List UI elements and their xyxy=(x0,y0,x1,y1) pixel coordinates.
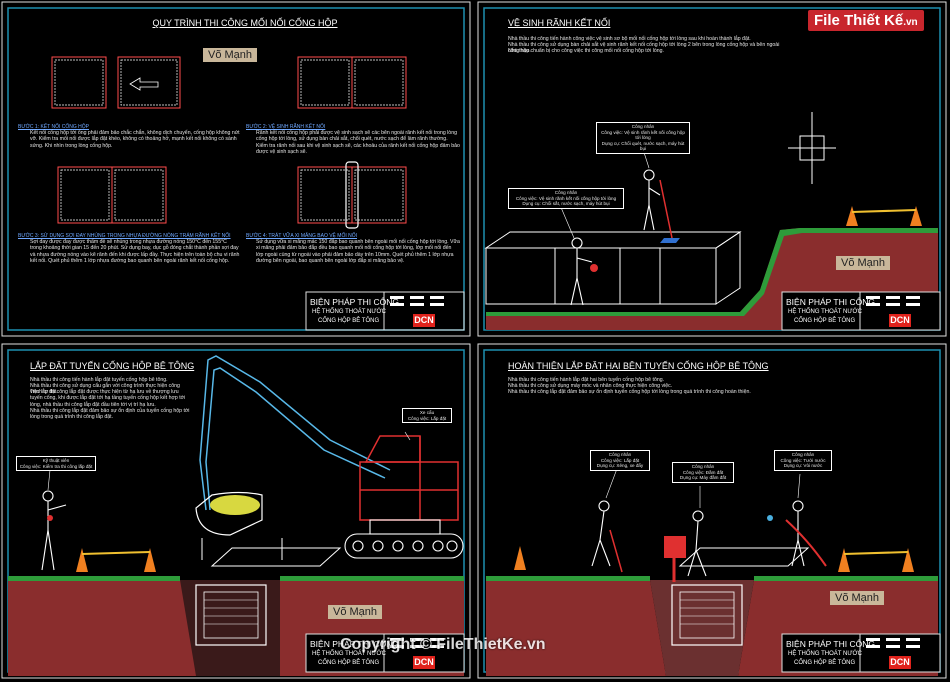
panel4-note-2: Nhà thầu thi công sử dụng máy móc và nhâ… xyxy=(508,383,673,389)
author-label-1: Võ Mạnh xyxy=(203,48,258,62)
panel1-title-block-frame xyxy=(305,291,465,331)
panel3-note-1: Nhà thầu thi công tiến hành lắp đặt tuyế… xyxy=(30,377,168,383)
panel4-note-3: Nhà thầu thi công lắp đặt đảm bảo sự ổn … xyxy=(508,389,751,395)
panel1-dcn-logo: DCN xyxy=(413,314,435,327)
panel3-scene xyxy=(8,355,464,676)
panel1-step1-body: Kết nối cống hộp tới ống phải đảm bảo ch… xyxy=(30,130,240,149)
brand-name: File Thiết Kế xyxy=(814,12,904,29)
panel2-callout-1: Công nhân Công việc: Vệ sinh rãnh kết nố… xyxy=(596,122,690,154)
author-label-2: Võ Mạnh xyxy=(836,256,891,270)
panel1-step3-body: Sợi đay được đay được thấm đề sẽ nhúng t… xyxy=(30,239,240,265)
panel3-note-4: Nhà thầu thi công lắp đặt đảm bảo sự ổn … xyxy=(30,408,190,421)
panel2-title: VỆ SINH RÃNH KẾT NỐI xyxy=(508,18,611,28)
panel2-tb-line1: BIỆN PHÁP THI CÔNG xyxy=(786,297,875,307)
panel4-tb-line1: BIỆN PHÁP THI CÔNG xyxy=(786,639,875,649)
panel2-note-1: Nhà thầu thi công tiến hành công việc vệ… xyxy=(508,36,751,42)
panel1-tb-line3: CỐNG HỘP BÊ TÔNG xyxy=(318,318,380,324)
brand-logo: File Thiết Kế.vn xyxy=(808,10,924,31)
panel1-step2-body: Rãnh kết nối cống hộp phải được vệ sinh … xyxy=(256,130,460,156)
panel1-joint-drawings xyxy=(51,56,407,229)
panel3-callout-2: Xe cẩu Công việc: Lắp đặt xyxy=(402,408,452,424)
panel2-title-block-frame xyxy=(781,291,941,331)
panel4-callout-1: Công nhân Công việc: Lắp đặt Dụng cụ: Xẻ… xyxy=(590,450,650,471)
panel1-title: QUY TRÌNH THI CÔNG MỐI NỐI CỐNG HỘP xyxy=(152,18,338,28)
panel1-tb-line1: BIỆN PHÁP THI CÔNG xyxy=(310,297,399,307)
panel1-step4-body: Sử dụng vữa xi măng mác 150 đắp bao quan… xyxy=(256,239,460,265)
panel4-note-1: Nhà thầu thi công tiến hành lắp đặt hai … xyxy=(508,377,665,383)
panel4-dcn-logo: DCN xyxy=(889,656,911,669)
panel4-callout-2: Công nhân Công việc: Đầm đất Dụng cụ: Má… xyxy=(672,462,734,483)
author-label-4: Võ Mạnh xyxy=(830,591,885,605)
panel3-tb-line3: CỐNG HỘP BÊ TÔNG xyxy=(318,660,380,666)
panel4-title: HOÀN THIỆN LẮP ĐẶT HAI BÊN TUYẾN CỐNG HỘ… xyxy=(508,361,769,371)
panel3-dcn-logo: DCN xyxy=(413,656,435,669)
panel1-step2-heading: BƯỚC 2: VỆ SINH RÃNH KẾT NỐI xyxy=(246,124,326,130)
panel4-tb-line3: CỐNG HỘP BÊ TÔNG xyxy=(794,660,856,666)
panel1-step1-heading: BƯỚC 1: KẾT NỐI CỐNG HỘP xyxy=(18,124,89,130)
brand-domain: .vn xyxy=(903,17,918,28)
panel1-tb-line2: HỆ THỐNG THOÁT NƯỚC xyxy=(312,309,386,315)
panel3-title: LẮP ĐẶT TUYẾN CỐNG HỘP BÊ TÔNG xyxy=(30,361,195,371)
panel2-dcn-logo: DCN xyxy=(889,314,911,327)
panel4-tb-line2: HỆ THỐNG THOÁT NƯỚC xyxy=(788,651,862,657)
panel3-title-block-frame xyxy=(305,633,465,673)
panel2-callout-2: Công nhân Công việc: Vệ sinh rãnh kết nố… xyxy=(508,188,624,209)
panel3-tb-line1: BIỆN PHÁP THI CÔNG xyxy=(310,639,399,649)
panel1-step4-heading: BƯỚC 4: TRÁT VỮA XI MĂNG BAO VỆ MỐI NỐI xyxy=(246,233,357,239)
panel2-note-3: Nhà thầu chuẩn bị cho công việc thi công… xyxy=(508,48,664,54)
panel1-step3-heading: BƯỚC 3: SỬ DỤNG SỢI ĐAY NHÚNG TRONG NHỰA… xyxy=(18,233,231,239)
panel3-tb-line2: HỆ THỐNG THOÁT NƯỚC xyxy=(312,651,386,657)
panel2-note-2: Nhà thầu thi công sử dụng bàn chải sắt v… xyxy=(508,42,780,55)
panel2-tb-line3: CỐNG HỘP BÊ TÔNG xyxy=(794,318,856,324)
copyright-watermark: Copyright © FileThietKe.vn xyxy=(340,636,546,653)
panel3-note-3: Trình tự thi công lắp đặt được thực hiện… xyxy=(30,389,186,408)
panel3-note-2: Nhà thầu thi công sử dụng cẩu gắn với cô… xyxy=(30,383,180,396)
author-label-3: Võ Mạnh xyxy=(328,605,383,619)
panel3-callout-1: Kỹ thuật viên Công việc: Kiểm tra thi cô… xyxy=(16,456,96,472)
panel2-tb-line2: HỆ THỐNG THOÁT NƯỚC xyxy=(788,309,862,315)
panel4-callout-3: Công nhân Công việc: Tưới nước Dụng cụ: … xyxy=(774,450,832,471)
